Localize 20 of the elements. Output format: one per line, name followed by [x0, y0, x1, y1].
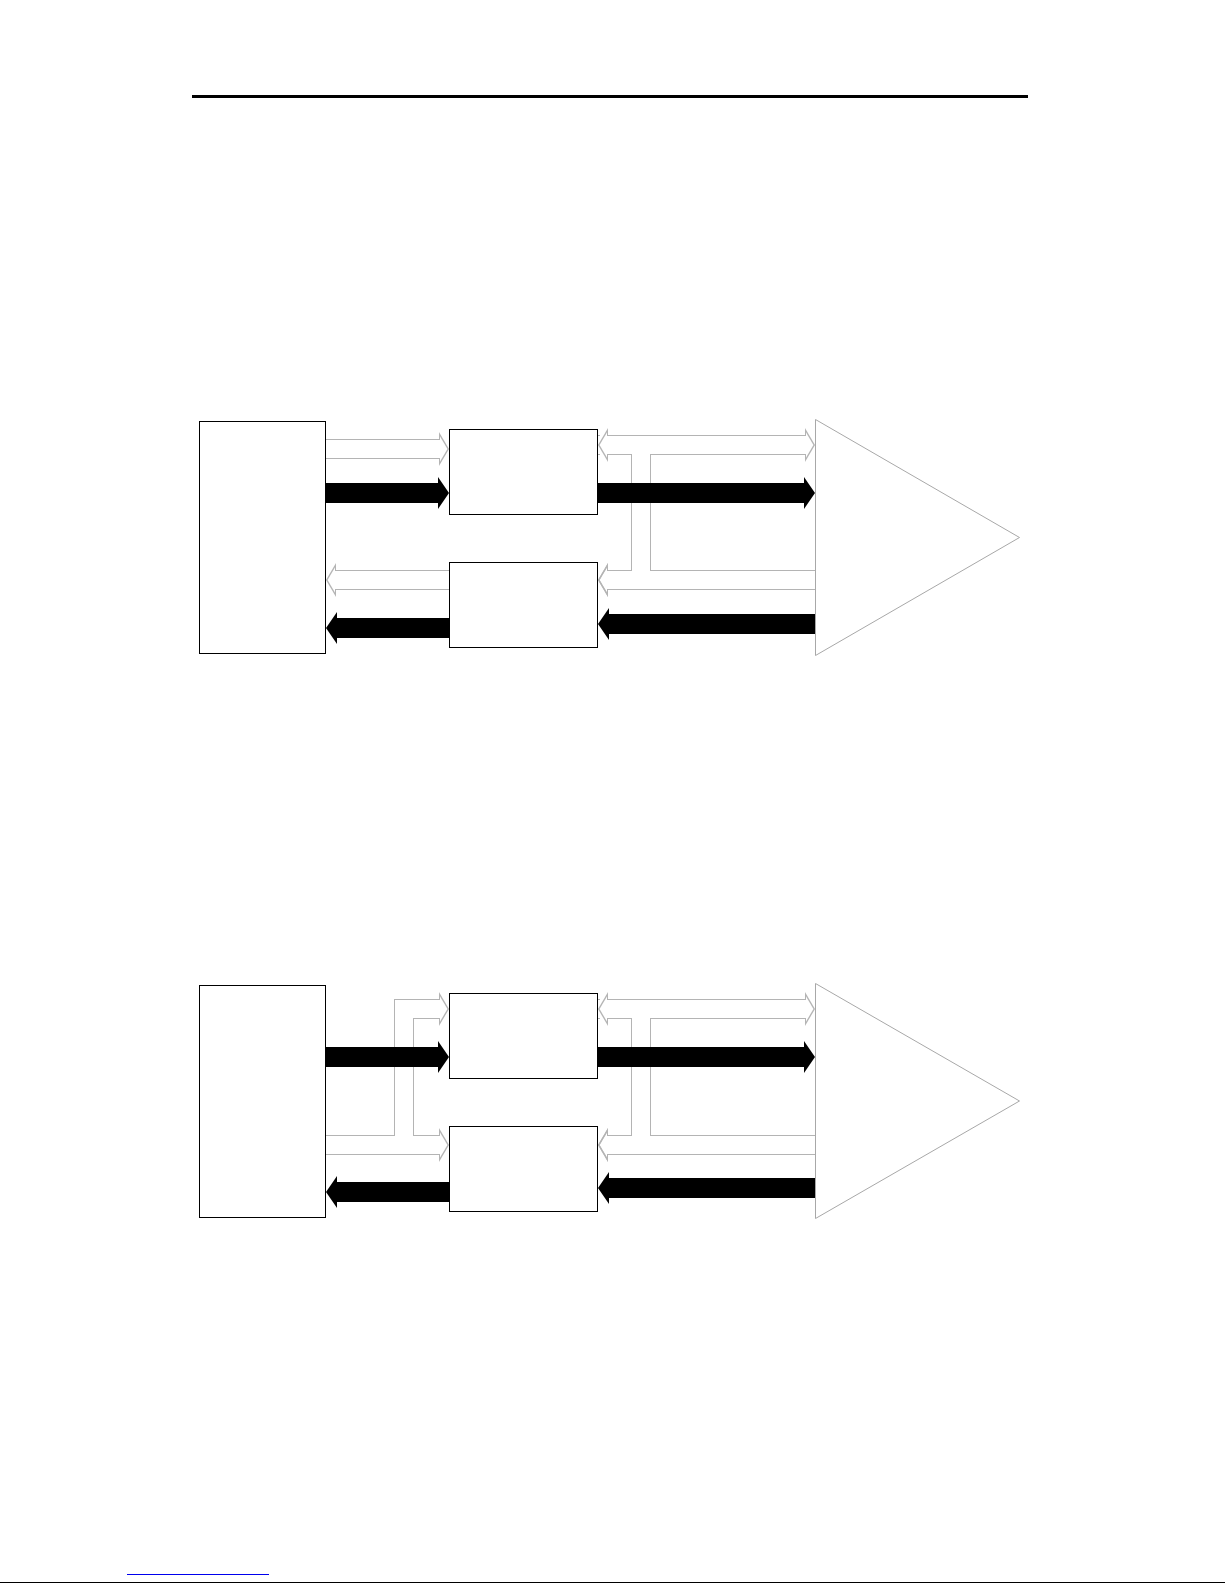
- triangle-shape: [815, 419, 1020, 656]
- block-box: [449, 1126, 598, 1212]
- block-box: [199, 985, 326, 1218]
- outline-arrow: [598, 563, 816, 597]
- solid-arrow: [597, 477, 815, 509]
- outline-arrow: [325, 432, 449, 466]
- outline-arrow: [598, 1128, 816, 1162]
- triangle-shape: [815, 983, 1020, 1219]
- outline-arrow: [326, 563, 450, 597]
- block-box: [449, 993, 598, 1079]
- solid-arrow: [325, 477, 449, 509]
- block-box: [199, 421, 326, 654]
- solid-arrow: [326, 1176, 450, 1208]
- solid-arrow: [598, 1172, 816, 1204]
- solid-arrow: [326, 612, 450, 644]
- solid-arrow: [597, 1041, 815, 1073]
- solid-arrow: [325, 1041, 449, 1073]
- block-box: [449, 429, 598, 515]
- block-box: [449, 562, 598, 648]
- solid-arrow: [598, 608, 816, 640]
